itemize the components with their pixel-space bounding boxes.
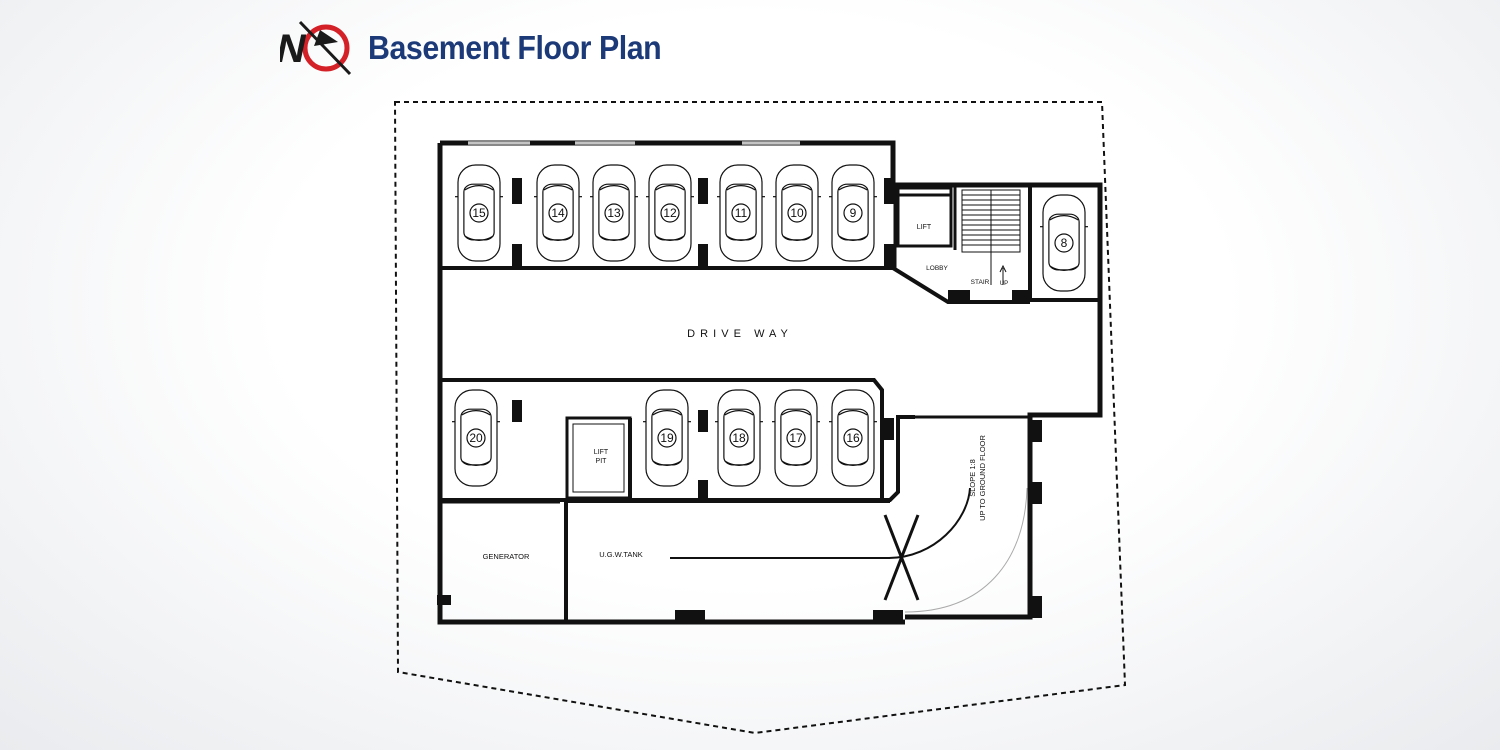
parking-space-18: 18 xyxy=(715,389,763,487)
car-icon xyxy=(1040,194,1088,292)
car-icon xyxy=(829,389,877,487)
car-icon xyxy=(829,164,877,262)
columns xyxy=(437,178,1042,622)
parking-number: 11 xyxy=(735,206,748,220)
parking-number: 17 xyxy=(789,431,803,445)
parking-space-12: 12 xyxy=(646,164,694,262)
title-block: N Basement Floor Plan xyxy=(280,16,687,80)
parking-space-16: 16 xyxy=(829,389,877,487)
parking-number: 8 xyxy=(1061,236,1068,250)
lobby-label: LOBBY xyxy=(926,265,948,272)
car-icon xyxy=(534,164,582,262)
slope-label-1: SLOPE 1:8 xyxy=(968,459,977,497)
parking-space-10: 10 xyxy=(773,164,821,262)
car-icon xyxy=(455,164,503,262)
car-icon xyxy=(772,389,820,487)
parking-space-8: 8 xyxy=(1040,194,1088,292)
north-arrow-icon: N xyxy=(280,20,352,76)
generator-label: GENERATOR xyxy=(483,552,530,561)
driveway-label: D R I V E W A Y xyxy=(687,328,789,340)
parking-space-15: 15 xyxy=(455,164,503,262)
car-icon xyxy=(452,389,500,487)
site-boundary xyxy=(393,101,1127,735)
car-icon xyxy=(590,164,638,262)
page-title: Basement Floor Plan xyxy=(368,29,662,66)
parking-number: 9 xyxy=(850,206,857,220)
slope-label: SLOPE 1:8 UP TO GROUND FLOOR xyxy=(968,434,987,520)
staircase xyxy=(961,189,1021,285)
car-icon xyxy=(717,164,765,262)
parking-number: 16 xyxy=(846,431,860,445)
parking-number: 18 xyxy=(732,431,746,445)
ramp xyxy=(883,487,1028,613)
car-icon xyxy=(646,164,694,262)
parking-space-9: 9 xyxy=(829,164,877,262)
car-icon xyxy=(715,389,763,487)
parking-number: 15 xyxy=(472,206,486,220)
parking-number: 13 xyxy=(607,206,621,220)
parking-number: 10 xyxy=(790,206,804,220)
ugw-tank-label: U.G.W.TANK xyxy=(599,550,643,559)
parking-space-13: 13 xyxy=(590,164,638,262)
parking-space-20: 20 xyxy=(452,389,500,487)
lift-pit-label-2: PIT xyxy=(596,458,608,465)
parking-spaces: 15 14 13 12 11 10 9 8 20 19 18 17 16 xyxy=(452,164,1088,487)
parking-space-19: 19 xyxy=(643,389,691,487)
parking-space-17: 17 xyxy=(772,389,820,487)
lift-label: LIFT xyxy=(917,224,932,231)
parking-number: 12 xyxy=(663,206,677,220)
parking-space-11: 11 xyxy=(717,164,765,262)
up-label: UP xyxy=(1000,281,1008,287)
parking-space-14: 14 xyxy=(534,164,582,262)
car-icon xyxy=(773,164,821,262)
stair-label: STAIR xyxy=(971,279,990,286)
slope-label-2: UP TO GROUND FLOOR xyxy=(978,434,987,520)
parking-number: 19 xyxy=(660,431,674,445)
parking-number: 14 xyxy=(551,206,565,220)
car-icon xyxy=(643,389,691,487)
lift-pit-label-1: LIFT xyxy=(594,449,609,456)
parking-number: 20 xyxy=(469,431,483,445)
